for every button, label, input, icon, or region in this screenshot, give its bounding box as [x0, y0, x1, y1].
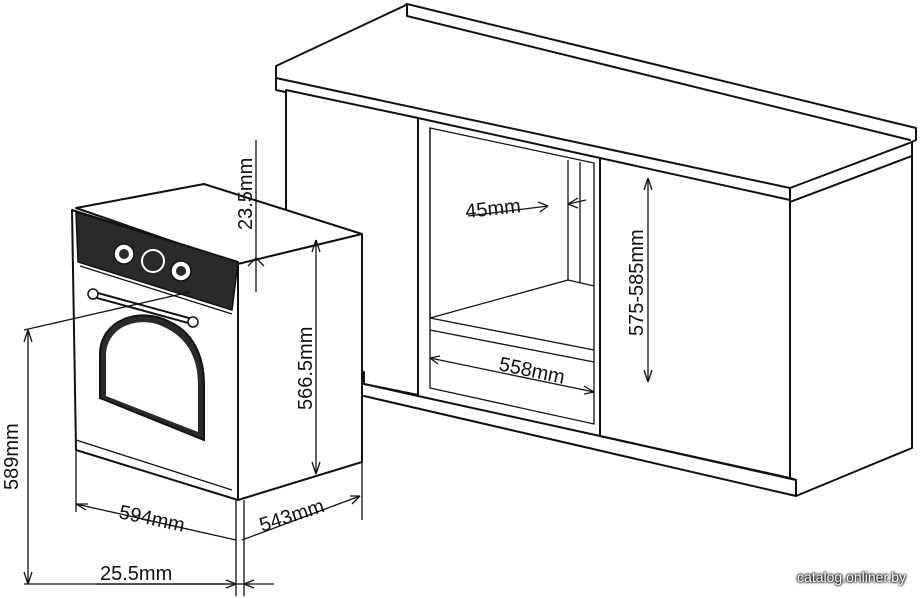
watermark: catalog.onliner.by — [797, 569, 906, 585]
oven-knob-right-icon — [170, 260, 192, 282]
cabinet-side-panel — [789, 155, 913, 497]
dim-oven-width-label: 594mm — [117, 501, 187, 536]
dim-top-gap-label: 23.5mm — [235, 158, 257, 230]
kitchen-cabinet — [275, 3, 917, 497]
dim-oven-depth-label: 566.5mm — [295, 327, 317, 410]
built-in-oven — [71, 183, 363, 501]
dimension-lines — [23, 140, 653, 596]
dim-total-height-label: 589mm — [1, 423, 23, 490]
oven-niche — [417, 117, 601, 437]
oven-knob-left-icon — [113, 243, 135, 265]
oven-timer-icon — [141, 249, 165, 273]
dim-niche-height-label: 575-585mm — [626, 229, 648, 336]
dim-oven-side-label: 543mm — [257, 495, 327, 537]
oven-handle — [87, 288, 199, 328]
dim-front-offset-label: 25.5mm — [100, 563, 172, 585]
